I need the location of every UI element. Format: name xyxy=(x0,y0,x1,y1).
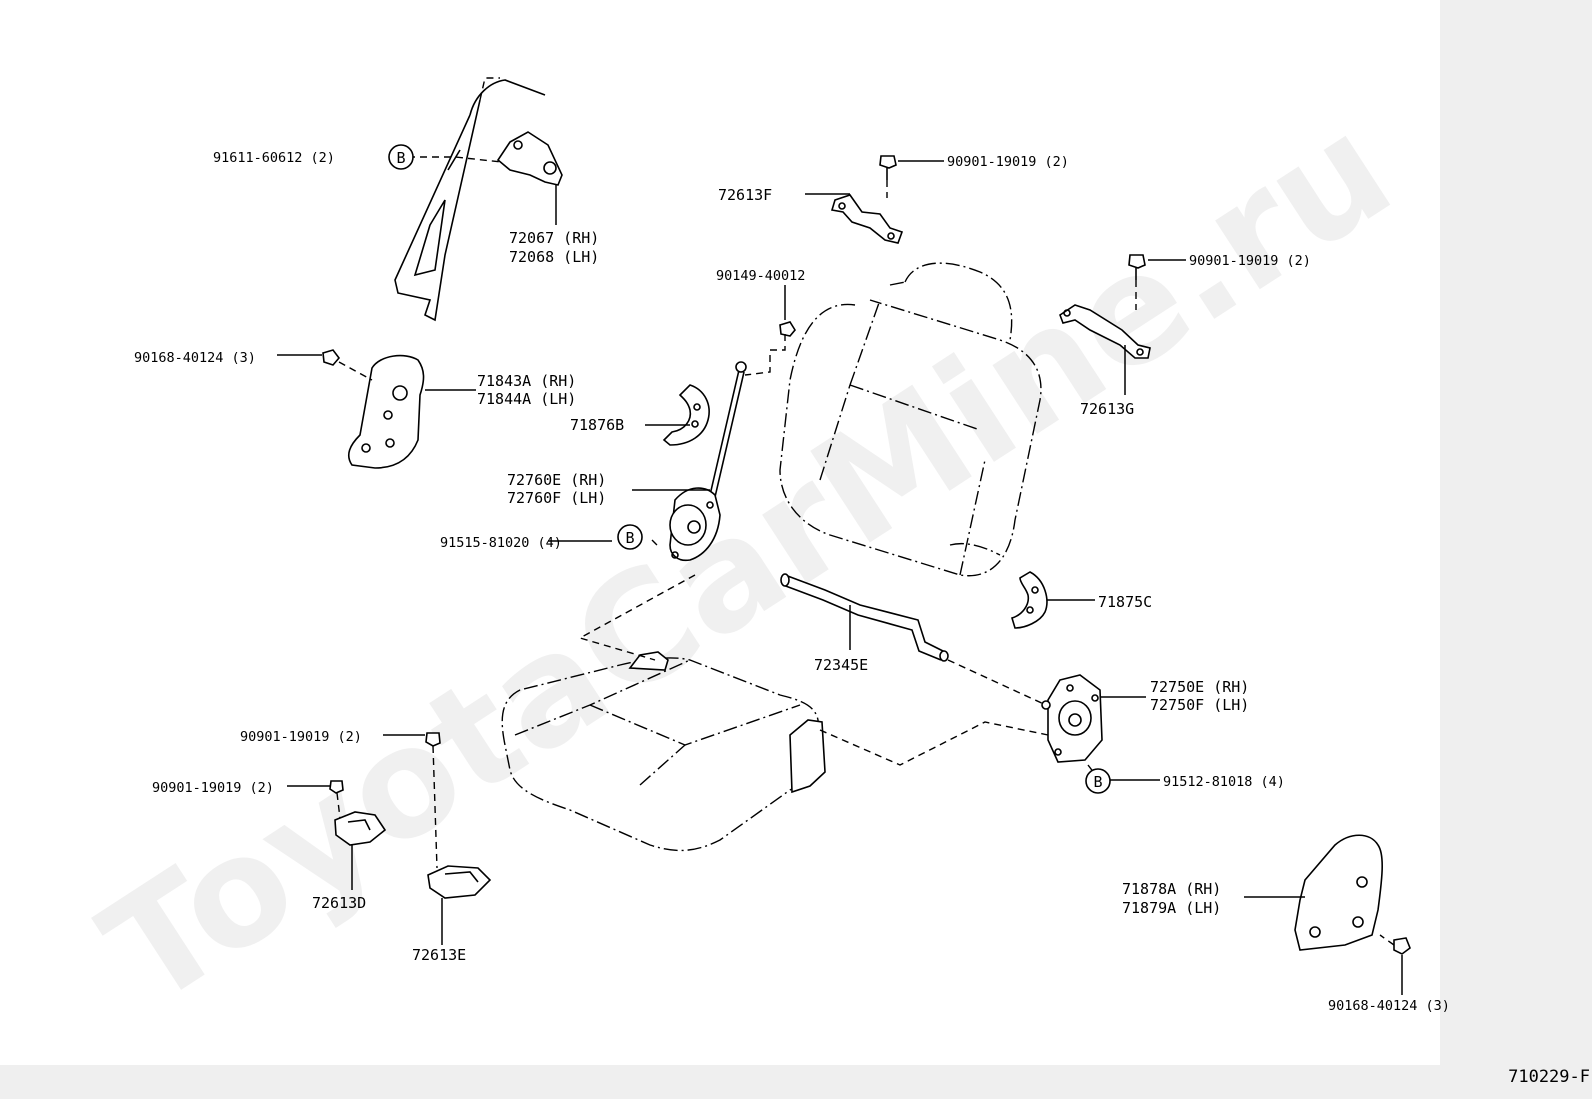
label-90168-40124-left: 90168-40124 (3) xyxy=(134,350,256,366)
diagram-canvas: ToyotaCarMine.ru xyxy=(0,0,1450,1065)
label-72067: 72067 (RH) xyxy=(509,229,599,247)
label-71876B: 71876B xyxy=(570,416,624,434)
bolt-90901-right xyxy=(1128,254,1146,280)
label-71875C: 71875C xyxy=(1098,593,1152,611)
label-72613D: 72613D xyxy=(312,894,366,912)
71875C-part xyxy=(1011,571,1048,629)
label-71878A: 71878A (RH) xyxy=(1122,880,1221,898)
seat-cushion-illustration xyxy=(501,651,826,852)
bolt-90901-b xyxy=(425,732,441,747)
label-71843A: 71843A (RH) xyxy=(477,372,576,390)
label-90901-19019-a: 90901-19019 (2) xyxy=(240,729,362,745)
ref-marker-b-3: B xyxy=(1085,768,1111,794)
label-72760E: 72760E (RH) xyxy=(507,471,606,489)
bolt-90149 xyxy=(779,321,796,337)
bolt-90901-a xyxy=(329,780,344,794)
72345E-rod xyxy=(780,573,949,662)
leader-lines xyxy=(277,160,1403,995)
label-91512-81018: 91512-81018 (4) xyxy=(1163,774,1285,790)
label-91515-81020: 91515-81020 (4) xyxy=(440,535,562,551)
label-72760F: 72760F (LH) xyxy=(507,489,606,507)
label-72613F: 72613F xyxy=(718,186,772,204)
label-72068: 72068 (LH) xyxy=(509,248,599,266)
label-91611-60612: 91611-60612 (2) xyxy=(213,150,335,166)
72760E-recliner xyxy=(669,361,747,562)
71878A-cover xyxy=(1294,834,1383,951)
seatback-illustration xyxy=(779,262,1042,577)
72067-anchor-part xyxy=(496,131,563,186)
label-72613E: 72613E xyxy=(412,946,466,964)
seat-parts-diagram: ToyotaCarMine.ru xyxy=(75,77,1450,1040)
label-71879A: 71879A (LH) xyxy=(1122,899,1221,917)
label-72750F: 72750F (LH) xyxy=(1150,696,1249,714)
seatbelt-frame-illustration xyxy=(394,77,546,322)
ref-marker-b-2: B xyxy=(617,524,643,550)
72750E-recliner xyxy=(1041,674,1103,763)
label-90168-40124-right: 90168-40124 (3) xyxy=(1328,998,1450,1014)
ref-marker-b-1: B xyxy=(388,144,414,170)
72613D-bracket xyxy=(334,811,387,846)
71843A-cover xyxy=(348,354,425,469)
screw-90168-right xyxy=(1393,937,1411,955)
svg-text:B: B xyxy=(625,529,634,547)
label-71844A: 71844A (LH) xyxy=(477,390,576,408)
label-90901-19019-top: 90901-19019 (2) xyxy=(947,154,1069,170)
bolt-90901-top xyxy=(879,155,897,180)
svg-text:B: B xyxy=(1093,773,1102,791)
label-72345E: 72345E xyxy=(814,656,868,674)
label-90901-19019-right: 90901-19019 (2) xyxy=(1189,253,1311,269)
label-90901-19019-b: 90901-19019 (2) xyxy=(152,780,274,796)
label-72750E: 72750E (RH) xyxy=(1150,678,1249,696)
label-72613G: 72613G xyxy=(1080,400,1134,418)
72613E-bracket xyxy=(427,865,492,899)
screw-90168-left xyxy=(322,349,341,366)
72613F-bracket xyxy=(830,194,904,244)
71876B-part xyxy=(662,384,710,446)
svg-text:B: B xyxy=(396,149,405,167)
diagram-code: 710229-F xyxy=(1508,1067,1590,1087)
label-90149-40012: 90149-40012 xyxy=(716,268,805,284)
72613G-bracket xyxy=(1059,304,1151,359)
